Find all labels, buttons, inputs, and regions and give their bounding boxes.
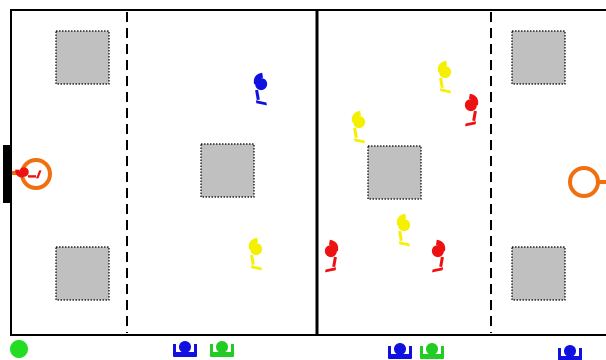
bench-player-blue[interactable] (558, 345, 582, 360)
hoop-rim-stem (598, 180, 606, 184)
backboard (3, 145, 12, 203)
bench-player-blue[interactable] (388, 343, 412, 359)
obstacle-bottom-right (512, 247, 565, 300)
bench-player-icon (210, 341, 234, 357)
bench-player-icon (388, 343, 412, 359)
obstacle-top-right (512, 31, 565, 84)
bench-player-blue[interactable] (173, 341, 197, 357)
bench-player-icon (173, 341, 197, 357)
obstacle-center-right (368, 146, 421, 199)
obstacle-center-left (201, 144, 254, 197)
obstacle-bottom-left (56, 247, 109, 300)
bench-player-green[interactable] (210, 341, 234, 357)
bench (173, 341, 582, 360)
bench-player-green[interactable] (420, 343, 444, 359)
obstacle-top-left (56, 31, 109, 84)
bench-player-icon (558, 345, 582, 360)
ball-icon[interactable] (10, 340, 28, 358)
bench-player-icon (420, 343, 444, 359)
